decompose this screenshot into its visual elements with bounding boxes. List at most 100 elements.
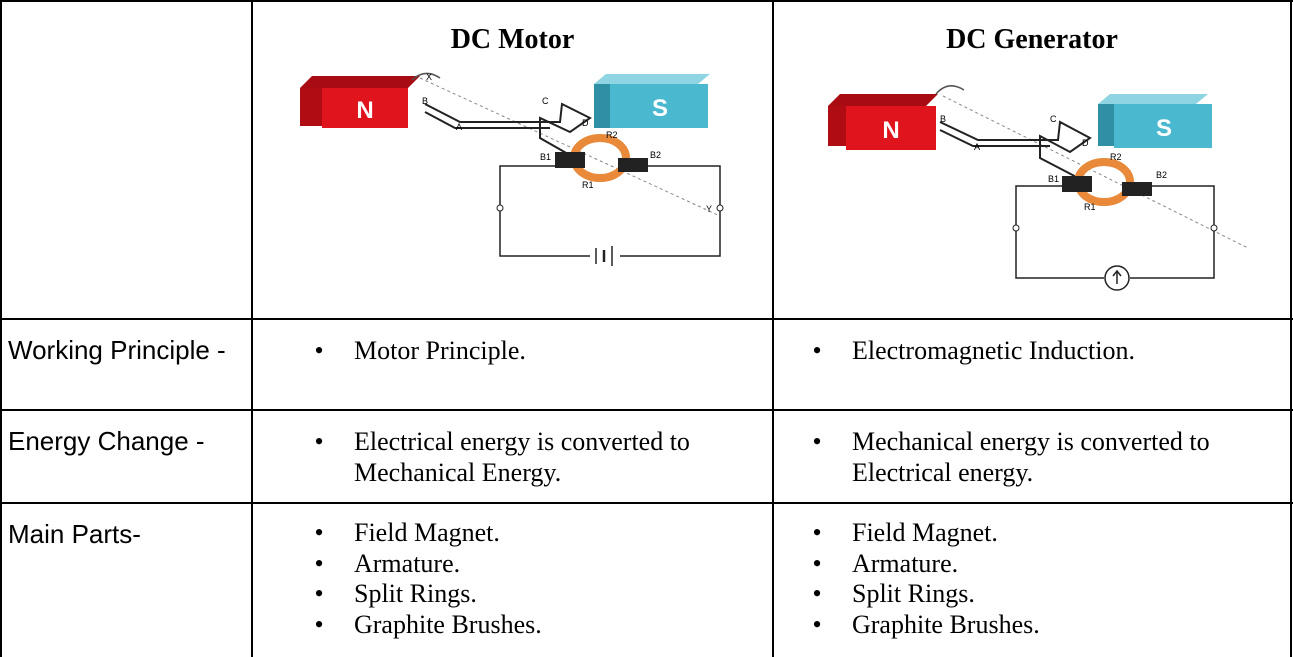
label-r2: R2: [606, 130, 618, 140]
row-label-working-principle: Working Principle -: [8, 335, 226, 365]
list-item: • Mechanical energy is converted to Elect…: [807, 427, 1247, 488]
south-magnet: [610, 84, 708, 128]
brush-b2: [618, 158, 648, 172]
north-magnet-side: [300, 88, 322, 126]
row-label-main-parts: Main Parts-: [8, 519, 141, 549]
north-magnet-side: [828, 106, 846, 146]
label-y: Y: [706, 204, 712, 214]
bullet-icon: •: [314, 609, 324, 639]
list-item: •Field Magnet.: [807, 518, 1247, 549]
table-row-divider: [0, 502, 1293, 504]
motor-working-principle-list: • Motor Principle.: [309, 336, 769, 367]
generator-main-parts-list: •Field Magnet. •Armature. •Split Rings. …: [807, 518, 1247, 640]
list-item: • Field Magnet.: [309, 518, 749, 549]
south-pole-label: S: [1156, 115, 1172, 142]
rotation-arrow: [411, 72, 441, 81]
label-d: D: [1082, 138, 1089, 148]
circuit-wire-right: [1130, 185, 1215, 279]
brush-b2: [1122, 182, 1152, 196]
terminal: [716, 204, 724, 212]
list-item-text: Electrical energy is converted to Mechan…: [354, 427, 690, 487]
label-b: B: [940, 114, 946, 124]
bullet-icon: •: [314, 579, 324, 608]
galvanometer-arrow: [1112, 269, 1122, 277]
north-pole-label: N: [882, 117, 899, 144]
armature-coil: [939, 120, 1092, 183]
list-item-text: Graphite Brushes.: [852, 609, 1040, 639]
rotation-arrow: [935, 85, 965, 95]
label-b1: B1: [540, 152, 551, 162]
list-item-text: Armature.: [852, 548, 959, 578]
list-item-text: Split Rings.: [354, 579, 477, 608]
generator-energy-change-list: • Mechanical energy is converted to Elect…: [807, 427, 1247, 488]
armature-coil-lower: [939, 129, 1050, 147]
label-x: X: [426, 72, 432, 82]
dc-motor-diagram: N S B A C D X Y R2 R1 B1 B2: [300, 66, 730, 276]
circuit-wire-left: [1015, 185, 1104, 279]
label-r1: R1: [1084, 202, 1096, 212]
north-pole-label: N: [356, 97, 373, 124]
bullet-icon: •: [812, 548, 822, 578]
bullet-icon: •: [314, 548, 324, 578]
brush-b1: [1062, 176, 1092, 192]
bullet-icon: •: [314, 518, 324, 547]
label-b2: B2: [650, 150, 661, 160]
header-dc-generator: DC Generator: [946, 24, 1118, 55]
motor-main-parts-list: •Field Magnet. •Armature. •Split Rings. …: [309, 518, 749, 640]
bullet-icon: •: [812, 427, 822, 456]
bullet-icon: •: [812, 336, 822, 365]
list-item-text: Motor Principle.: [354, 336, 526, 365]
dc-generator-diagram: N S B A C D R2 R1 B1 B2: [828, 78, 1258, 293]
list-item-text: Graphite Brushes.: [354, 609, 542, 639]
list-item: • Split Rings.: [309, 579, 749, 610]
label-r1: R1: [582, 180, 594, 190]
table-border-right: [1290, 0, 1292, 657]
table-border-top: [0, 0, 1293, 2]
bullet-icon: •: [314, 336, 324, 365]
north-magnet-top: [828, 94, 938, 106]
armature-coil: [424, 102, 592, 159]
south-magnet-top: [594, 74, 710, 84]
table-row-divider: [0, 409, 1293, 411]
table-column-divider: [772, 0, 774, 657]
list-item-text: Field Magnet.: [852, 518, 998, 547]
list-item-text: Mechanical energy is converted to Electr…: [852, 427, 1210, 487]
list-item: •Split Rings.: [807, 579, 1247, 610]
list-item: • Armature.: [807, 549, 1247, 580]
label-c: C: [542, 96, 549, 106]
south-pole-label: S: [652, 95, 668, 122]
label-b1: B1: [1048, 174, 1059, 184]
table-border-left: [0, 0, 2, 657]
bullet-icon: •: [314, 427, 324, 456]
south-magnet-side: [594, 84, 610, 128]
list-item-text: Field Magnet.: [354, 518, 500, 547]
generator-working-principle-list: •Electromagnetic Induction.: [807, 336, 1267, 367]
label-b: B: [422, 96, 428, 106]
south-magnet-side: [1098, 104, 1114, 146]
north-magnet: [846, 106, 936, 150]
table-row-divider: [0, 318, 1293, 320]
list-item-text: Armature.: [354, 548, 461, 578]
north-magnet-top: [300, 76, 420, 88]
rotation-axis: [942, 95, 1249, 249]
terminal: [496, 204, 504, 212]
list-item: • Electrical energy is converted to Mecha…: [309, 427, 729, 488]
south-magnet: [1114, 104, 1212, 148]
list-item: • Motor Principle.: [309, 336, 769, 367]
label-a: A: [974, 142, 980, 152]
row-label-energy-change: Energy Change -: [8, 426, 205, 456]
list-item: • Graphite Brushes.: [309, 610, 749, 641]
circuit-wire-left: [499, 165, 590, 257]
label-d: D: [582, 118, 589, 128]
north-magnet: [322, 88, 408, 128]
bullet-icon: •: [812, 609, 822, 639]
circuit-wire-right: [620, 165, 721, 257]
armature-coil-lower: [424, 111, 550, 129]
list-item: • Armature.: [309, 549, 749, 580]
motor-energy-change-list: • Electrical energy is converted to Mecha…: [309, 427, 729, 488]
rotation-axis: [419, 77, 721, 217]
terminal: [1210, 224, 1218, 232]
header-dc-motor: DC Motor: [450, 24, 575, 55]
south-magnet-top: [1098, 94, 1208, 104]
